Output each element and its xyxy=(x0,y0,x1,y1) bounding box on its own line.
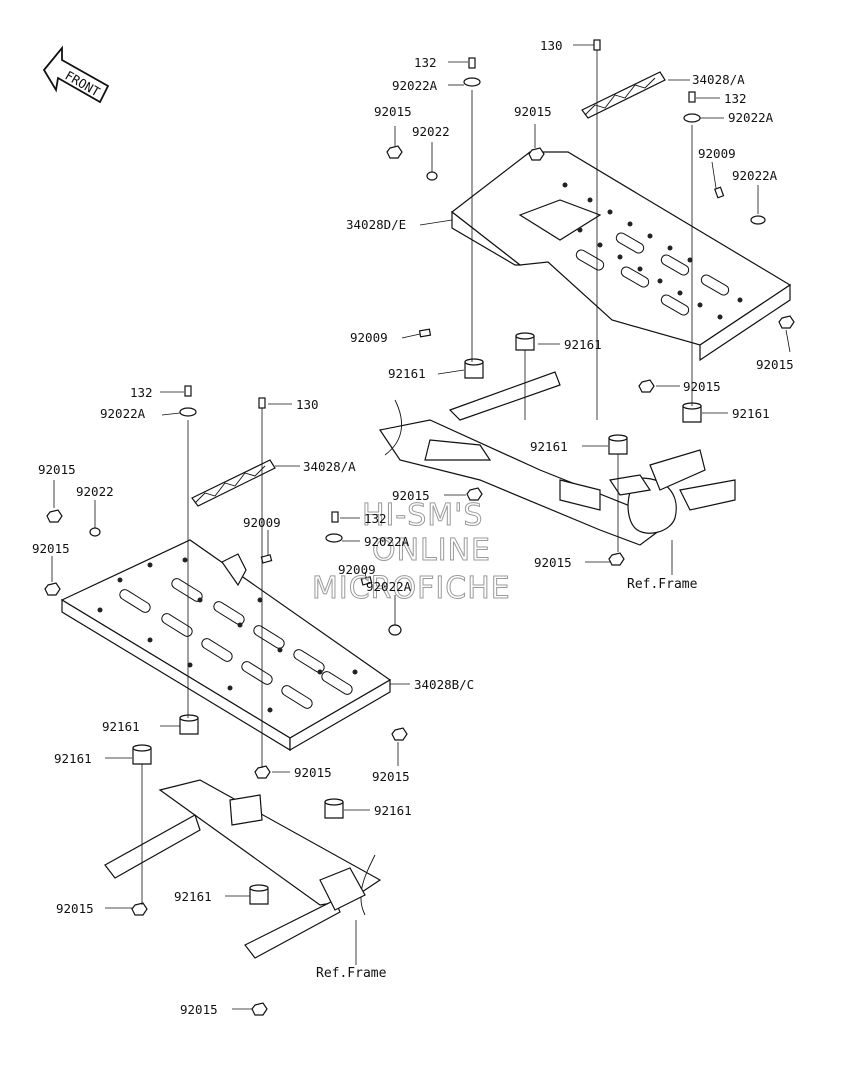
part-label[interactable]: 130 xyxy=(540,38,563,53)
part-label[interactable]: 92022A xyxy=(732,168,778,183)
part-label[interactable]: 92015 xyxy=(294,765,332,780)
part-label[interactable]: 92015 xyxy=(514,104,552,119)
part-label[interactable]: 34028/A xyxy=(692,72,745,87)
part-label[interactable]: 34028B/C xyxy=(414,677,474,692)
part-label[interactable]: 92022A xyxy=(100,406,146,421)
watermark-line-3: MICROFICHE xyxy=(312,571,511,606)
part-label[interactable]: 34028D/E xyxy=(346,217,406,232)
part-label[interactable]: 92015 xyxy=(374,104,412,119)
part-label[interactable]: 92022A xyxy=(728,110,774,125)
watermark: HI-SM'S ONLINE MICROFICHE xyxy=(312,498,511,607)
part-label[interactable]: 92161 xyxy=(374,803,412,818)
part-label[interactable]: 92009 xyxy=(338,562,376,577)
ref-frame-label: Ref.Frame xyxy=(627,577,698,592)
part-label[interactable]: 92009 xyxy=(698,146,736,161)
part-label[interactable]: 92009 xyxy=(243,515,281,530)
part-label[interactable]: 92015 xyxy=(392,488,430,503)
part-label[interactable]: 92161 xyxy=(564,337,602,352)
part-label[interactable]: 92015 xyxy=(38,462,76,477)
part-labels: 132 92022A 92015 92022 130 34028/A 92015… xyxy=(32,38,794,1017)
part-label[interactable]: 92015 xyxy=(683,379,721,394)
ref-frame-label: Ref.Frame xyxy=(316,966,387,981)
part-label[interactable]: 132 xyxy=(130,385,153,400)
part-label[interactable]: 92161 xyxy=(102,719,140,734)
part-label[interactable]: 92015 xyxy=(56,901,94,916)
part-label[interactable]: 92022A xyxy=(364,534,410,549)
part-label[interactable]: 92015 xyxy=(372,769,410,784)
part-label[interactable]: 92015 xyxy=(180,1002,218,1017)
part-label[interactable]: 92161 xyxy=(732,406,770,421)
part-label[interactable]: 132 xyxy=(724,91,747,106)
part-label[interactable]: 130 xyxy=(296,397,319,412)
part-label[interactable]: 92161 xyxy=(54,751,92,766)
part-label[interactable]: 92009 xyxy=(350,330,388,345)
part-label[interactable]: 132 xyxy=(364,511,387,526)
part-label[interactable]: 92015 xyxy=(32,541,70,556)
part-label[interactable]: 92022A xyxy=(366,579,412,594)
leader-lines xyxy=(51,44,791,1010)
front-carrier-assembly xyxy=(44,385,408,1016)
part-label[interactable]: 34028/A xyxy=(303,459,356,474)
part-label[interactable]: 132 xyxy=(414,55,437,70)
part-label[interactable]: 92022 xyxy=(412,124,450,139)
part-label[interactable]: 92022 xyxy=(76,484,114,499)
part-label[interactable]: 92015 xyxy=(534,555,572,570)
part-label[interactable]: 92161 xyxy=(530,439,568,454)
part-label[interactable]: 92161 xyxy=(174,889,212,904)
part-label[interactable]: 92161 xyxy=(388,366,426,381)
watermark-line-2: ONLINE xyxy=(372,533,491,568)
part-label[interactable]: 92015 xyxy=(756,357,794,372)
part-label[interactable]: 92022A xyxy=(392,78,438,93)
rear-carrier-assembly xyxy=(379,39,795,566)
front-arrow-icon: FRONT xyxy=(42,45,110,104)
watermark-line-1: HI-SM'S xyxy=(362,498,483,533)
